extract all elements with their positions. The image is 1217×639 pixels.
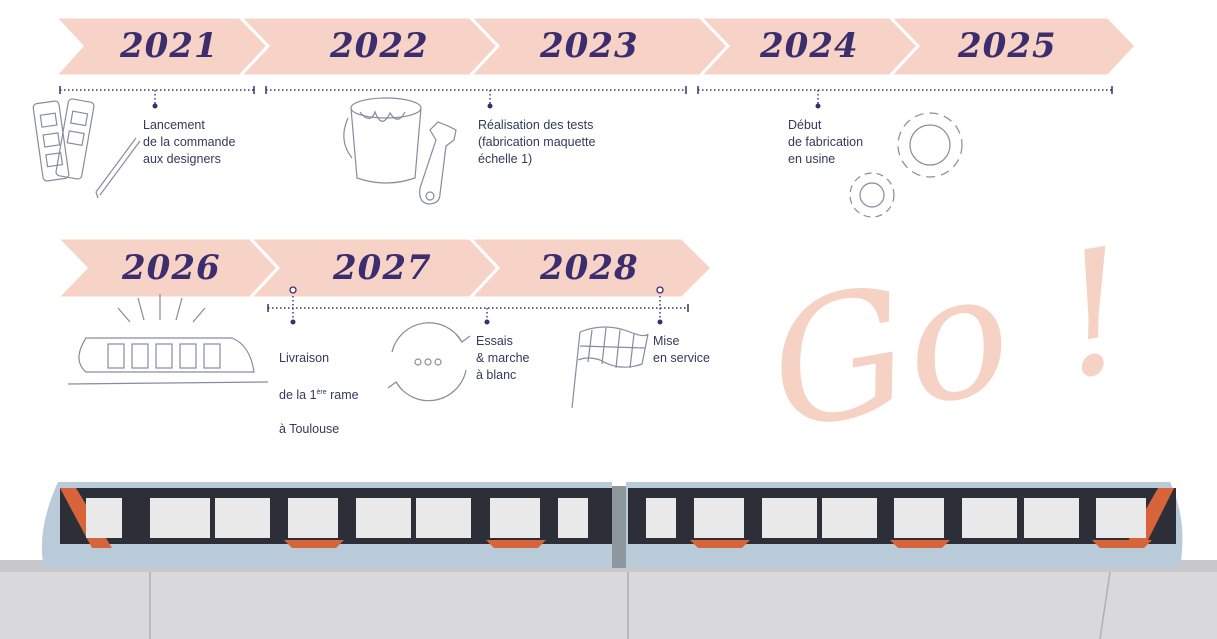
milestone-dot-mise	[657, 319, 663, 325]
livraison-sup: ère	[316, 389, 327, 396]
year-2025: 2025	[958, 26, 1057, 66]
milestone-dot-essais	[484, 319, 490, 325]
milestone-dot-livraison	[290, 319, 296, 325]
paint-bucket-icon	[343, 97, 422, 184]
milestone-dot-designers	[152, 103, 158, 109]
year-2023: 2023	[540, 26, 639, 66]
metro-train	[0, 482, 1217, 639]
gears-icon	[849, 112, 963, 218]
viaduct	[0, 568, 1217, 639]
year-2027: 2027	[333, 248, 432, 288]
banner-2025	[886, 15, 1139, 78]
year-2028: 2028	[540, 248, 639, 288]
cycle-arrows-icon	[387, 322, 471, 402]
tram-sketch-icon	[67, 294, 269, 385]
year-2021: 2021	[120, 26, 219, 66]
milestone-label-tests: Réalisation des tests (fabrication maque…	[478, 118, 596, 166]
milestone-dot-fabrication	[815, 103, 821, 109]
livraison-line2b: rame	[326, 388, 359, 403]
livraison-line2a: de la 1	[279, 388, 317, 403]
milestone-dot-tests	[487, 103, 493, 109]
milestone-ring-livraison	[289, 286, 297, 294]
checkered-flag-icon	[571, 326, 649, 409]
milestone-label-essais: Essais & marche à blanc	[476, 334, 530, 382]
milestone-ring-mise	[656, 286, 664, 294]
wrench-icon	[419, 121, 457, 205]
milestone-label-livraison: Livraison de la 1ère rame à Toulouse	[279, 333, 359, 438]
timeline-row2-line	[268, 296, 688, 320]
livraison-line3: à Toulouse	[279, 422, 340, 437]
milestone-label-mise: Mise en service	[653, 334, 710, 365]
livraison-line1: Livraison	[279, 351, 330, 365]
banner-row1	[51, 15, 1139, 78]
banner-2028	[466, 236, 715, 300]
year-2026: 2026	[122, 248, 221, 288]
milestone-label-designers: Lancement de la commande aux designers	[143, 118, 236, 166]
color-swatch-icon	[32, 98, 141, 199]
year-2024: 2024	[760, 26, 859, 66]
year-2022: 2022	[330, 26, 429, 66]
milestone-label-fabrication: Début de fabrication en usine	[788, 118, 864, 166]
banner-row2	[53, 236, 715, 300]
